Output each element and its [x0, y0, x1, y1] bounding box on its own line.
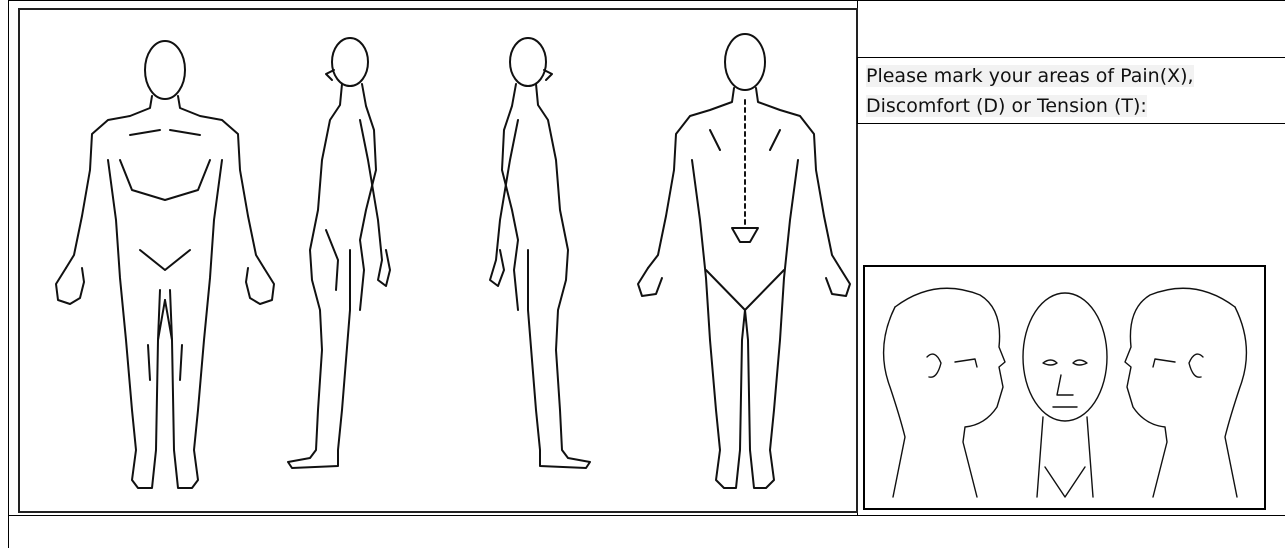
instruction-line-2: Discomfort (D) or Tension (T): — [866, 95, 1147, 117]
instruction-text-box: Please mark your areas of Pain(X), Disco… — [857, 57, 1285, 124]
body-chart-image — [18, 8, 858, 513]
head-front — [1023, 293, 1107, 497]
head-left-profile — [884, 288, 1005, 497]
instruction-line-1: Please mark your areas of Pain(X), — [866, 65, 1194, 87]
body-front-view — [56, 41, 274, 488]
table-border-left — [8, 0, 9, 548]
body-left-side-view — [288, 38, 390, 468]
body-right-side-view — [490, 38, 590, 468]
table-border-top — [8, 0, 1285, 1]
body-back-view — [638, 34, 850, 488]
head-chart-image — [863, 265, 1266, 510]
head-right-profile — [1125, 288, 1246, 497]
table-row-divider — [8, 515, 1285, 516]
